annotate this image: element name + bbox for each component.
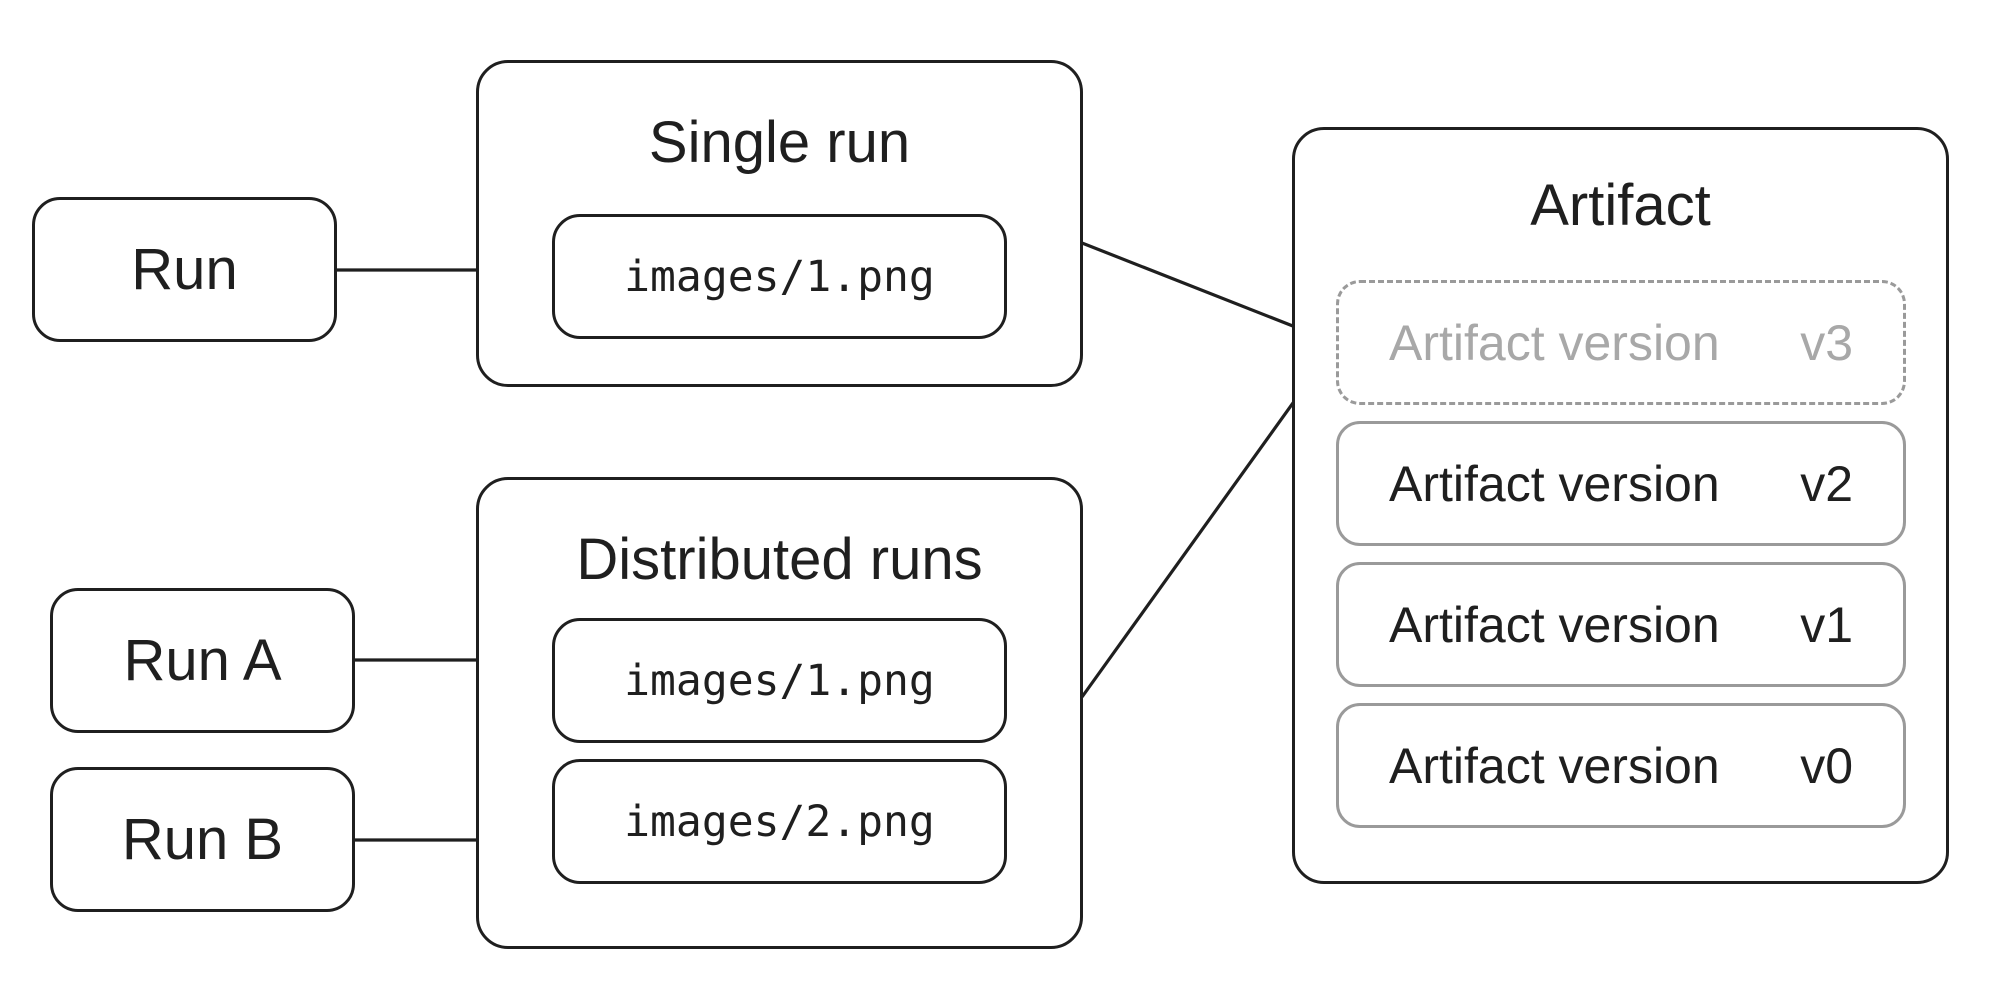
distributed-runs-group: Distributed runs images/1.png images/2.p… bbox=[476, 477, 1083, 949]
distributed-file-node-1: images/1.png bbox=[552, 618, 1007, 743]
artifact-version-v3: Artifact version v3 bbox=[1336, 280, 1906, 405]
single-run-file-path: images/1.png bbox=[624, 251, 935, 302]
artifact-version-v0: Artifact version v0 bbox=[1336, 703, 1906, 828]
artifact-version-label: Artifact version bbox=[1389, 455, 1720, 512]
distributed-file-node-2: images/2.png bbox=[552, 759, 1007, 884]
artifact-version-label: Artifact version bbox=[1389, 737, 1720, 794]
single-run-file-node: images/1.png bbox=[552, 214, 1007, 339]
run-b-node-label: Run B bbox=[121, 807, 284, 872]
artifact-version-v1: Artifact version v1 bbox=[1336, 562, 1906, 687]
run-a-node: Run A bbox=[50, 588, 355, 733]
artifact-group-title: Artifact bbox=[1530, 173, 1711, 238]
run-node: Run bbox=[32, 197, 337, 342]
artifact-version-tag: v3 bbox=[1800, 314, 1853, 371]
artifact-group: Artifact Artifact version v3 Artifact ve… bbox=[1292, 127, 1949, 884]
distributed-file-path-2: images/2.png bbox=[624, 796, 935, 847]
single-run-group: Single run images/1.png bbox=[476, 60, 1083, 387]
artifact-version-label: Artifact version bbox=[1389, 596, 1720, 653]
run-node-label: Run bbox=[131, 237, 238, 302]
run-b-node: Run B bbox=[50, 767, 355, 912]
run-a-node-label: Run A bbox=[123, 628, 282, 693]
artifact-version-tag: v0 bbox=[1800, 737, 1853, 794]
artifact-version-label: Artifact version bbox=[1389, 314, 1720, 371]
artifact-version-tag: v1 bbox=[1800, 596, 1853, 653]
artifact-version-tag: v2 bbox=[1800, 455, 1853, 512]
single-run-group-title: Single run bbox=[648, 110, 911, 175]
distributed-runs-group-title: Distributed runs bbox=[576, 527, 983, 592]
artifact-version-v2: Artifact version v2 bbox=[1336, 421, 1906, 546]
distributed-file-path-1: images/1.png bbox=[624, 655, 935, 706]
